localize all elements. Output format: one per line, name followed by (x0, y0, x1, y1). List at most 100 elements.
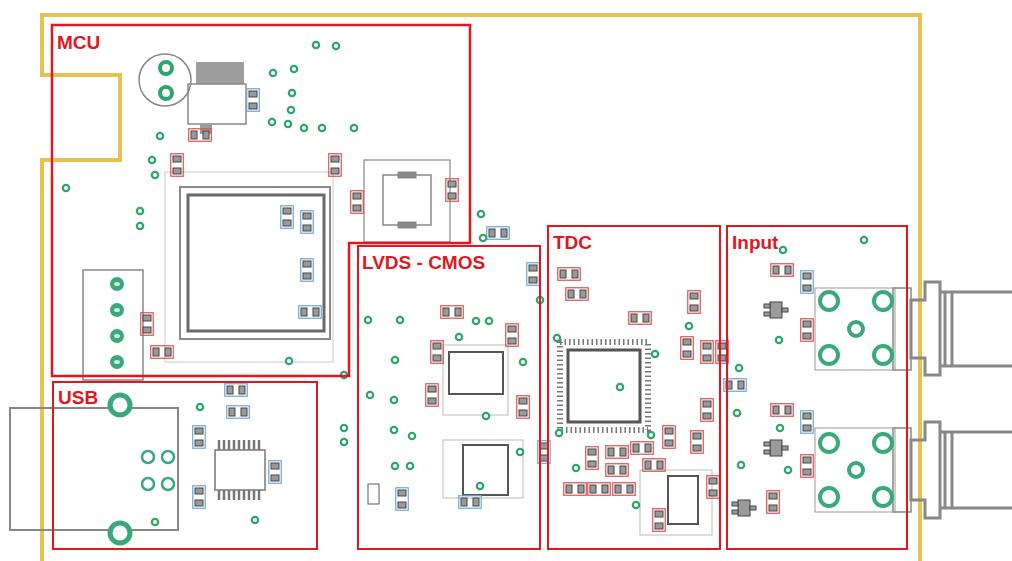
pcb-feature (288, 107, 294, 113)
pcb-feature (252, 517, 258, 523)
pcb-feature (227, 406, 250, 419)
pcb-feature (613, 483, 636, 496)
pcb-feature (225, 384, 248, 397)
pcb-feature (874, 488, 892, 506)
pcb-feature (681, 337, 694, 360)
pcb-feature (289, 90, 295, 96)
pcb-feature (162, 451, 174, 463)
pcb-feature (149, 157, 155, 163)
pcb-feature (63, 185, 69, 191)
pcb-feature (341, 425, 347, 431)
pcb-feature (459, 496, 482, 509)
pcb-feature (441, 306, 464, 319)
pcb-feature (767, 491, 780, 514)
pcb-feature (449, 352, 503, 394)
pcb-feature (291, 66, 297, 72)
region-box: USB (52, 381, 318, 550)
pcb-feature (368, 484, 379, 504)
pcb-feature (443, 345, 508, 415)
pcb-feature (383, 175, 431, 225)
pcb-feature (152, 519, 158, 525)
pcb-feature (180, 187, 330, 339)
pcb-feature (398, 172, 416, 178)
pcb-feature (486, 318, 492, 324)
inductor (364, 160, 450, 242)
pcb-feature (83, 270, 143, 380)
region-box: TDC (547, 225, 721, 550)
pcb-feature (750, 506, 756, 510)
pcb-feature (114, 334, 120, 338)
pcb-feature (820, 346, 838, 364)
pcb-feature (648, 432, 654, 438)
pcb-feature (110, 329, 124, 343)
pcb-feature (189, 129, 212, 142)
pcb-feature (686, 323, 692, 329)
pcb-feature (874, 434, 892, 452)
pcb-feature (443, 440, 523, 498)
pcb-feature (478, 211, 484, 217)
pcb-feature (463, 445, 508, 495)
pcb-feature (398, 222, 416, 228)
pcb-feature (668, 476, 698, 524)
pcb-feature (560, 342, 648, 430)
pcb-feature (487, 227, 510, 240)
pcb-feature (188, 84, 246, 124)
pcb-feature (329, 154, 342, 177)
pcb-feature (142, 451, 154, 463)
pcb-feature (477, 483, 483, 489)
pcb-feature (520, 359, 526, 365)
pcb-feature (285, 121, 291, 127)
pcb-feature (780, 247, 786, 253)
pcb-feature (820, 488, 838, 506)
pcb-feature (110, 277, 124, 291)
region-box: Input (726, 225, 908, 550)
pcb-feature (10, 408, 178, 530)
pcb-feature (573, 465, 579, 471)
pcb-feature (397, 317, 403, 323)
pcb-feature (566, 288, 589, 301)
pcb-feature (480, 235, 486, 241)
pcb-feature (849, 463, 863, 477)
pcb-feature (215, 450, 265, 490)
pcb-feature (815, 288, 895, 370)
pcb-feature (197, 404, 203, 410)
pcb-feature (893, 428, 911, 512)
pcb-feature (110, 523, 130, 543)
pcb-feature (301, 125, 307, 131)
pcb-feature (446, 179, 459, 202)
pcb-feature (652, 351, 658, 357)
pcb-feature (736, 365, 742, 371)
sma-connectors (815, 282, 1012, 518)
pcb-feature (770, 440, 782, 456)
pcb-feature (392, 357, 398, 363)
pcb-feature (691, 431, 704, 454)
board-outline (42, 15, 920, 561)
pcb-feature (554, 335, 560, 341)
pcb-feature (407, 463, 413, 469)
pcb-feature (732, 502, 738, 506)
region-outline (52, 25, 470, 376)
pcb-feature (341, 439, 347, 445)
pcb-feature (688, 291, 701, 314)
pcb-feature (110, 303, 124, 317)
region-label: TDC (553, 233, 592, 254)
pcb-feature (301, 259, 314, 282)
passive-components (141, 89, 814, 532)
pcb-feature (771, 264, 794, 277)
pcb-feature (391, 427, 397, 433)
pcb-feature (707, 476, 720, 499)
pcb-feature (738, 500, 750, 516)
pcb-feature (782, 446, 788, 450)
pcb-feature (633, 502, 639, 508)
pcb-feature (299, 306, 322, 319)
pcb-feature (631, 442, 654, 455)
pcb-feature (351, 125, 357, 131)
regulator (139, 54, 246, 134)
pcb-feature (764, 304, 770, 308)
tdc-chip (560, 342, 712, 535)
pcb-feature (517, 449, 523, 455)
pcb-feature (734, 410, 740, 416)
region-box: MCU (52, 25, 470, 376)
pcb-feature (114, 308, 120, 312)
pcb-feature (110, 355, 124, 369)
